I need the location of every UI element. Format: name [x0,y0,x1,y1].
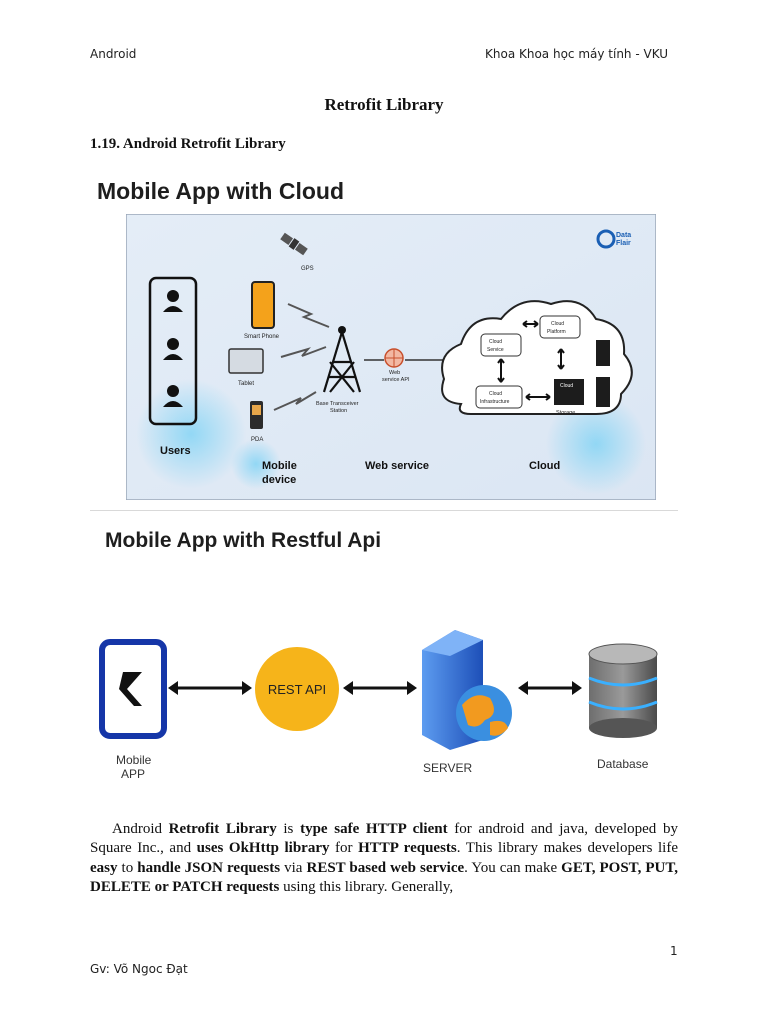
database-icon [588,643,658,738]
user-icon [163,290,183,312]
label-cloud: Cloud [529,460,560,472]
label-database: Database [597,757,649,771]
signal-bolt-icon [280,346,327,358]
figure2-title: Mobile App with Restful Api [105,529,382,552]
arrow-icon [497,358,505,383]
label-storage: Storage [556,410,575,416]
label-pda: PDA [251,437,263,443]
svg-text:Infrastructure: Infrastructure [480,399,510,405]
storage-box [554,379,584,405]
logo-line2: Flair [616,240,631,247]
user-icon [163,385,183,407]
header-left: Android [90,47,137,61]
label-users: Users [160,445,191,457]
tablet-icon [228,348,264,374]
svg-text:Platform: Platform [547,329,566,335]
logo-line1: Data [616,232,631,239]
label-web-api-line2: service API [382,377,410,383]
signal-bolt-icon [287,303,330,328]
tower-icon [322,331,362,393]
glow-decoration [546,394,646,494]
label-mobile-line1: Mobile [262,460,297,472]
cloud-service-box [480,333,522,357]
label-web-service: Web service [365,460,429,472]
page-title: Retrofit Library [324,95,444,114]
glow-decoration [136,379,246,489]
flutter-logo-icon [119,672,142,706]
page-number: 1 [670,944,678,958]
label-mobile-line2: device [262,474,296,486]
svg-text:Cloud: Cloud [551,321,564,327]
label-tablet: Tablet [238,381,254,387]
label-web-api-line1: Web [389,370,400,376]
mobile-phone-icon [99,639,167,739]
arrow-icon [525,393,551,401]
user-icon [163,338,183,360]
label-server: SERVER [423,761,472,775]
figure1-title: Mobile App with Cloud [97,178,344,204]
header-right: Khoa Khoa học máy tính - VKU [485,47,669,61]
label-mobile-line2: APP [121,767,145,781]
section-heading: 1.19. Android Retrofit Library [90,136,286,152]
server-rack-icon [596,340,610,366]
divider [90,510,678,511]
footer-author: Gv: Võ Ngoc Đạt [90,962,188,976]
dataflair-logo-icon [596,229,616,249]
rest-diagram: Mobile APP REST API SERVER Database [99,630,658,781]
svg-text:Cloud: Cloud [489,391,502,397]
arrow-icon [522,320,539,328]
cloud-infrastructure-box [475,385,523,409]
body-paragraph: Android Retrofit Library is type safe HT… [90,821,678,896]
label-rest-api: REST API [268,682,326,697]
server-rack-icon [596,377,610,407]
signal-bolt-icon [273,391,317,411]
svg-text:Cloud: Cloud [560,383,573,389]
glow-decoration [231,439,281,489]
arrow-icon [557,348,565,370]
label-gps: GPS [301,266,314,272]
satellite-icon [280,232,308,256]
users-box [148,276,198,426]
label-mobile-line1: Mobile [116,753,152,767]
svg-text:Cloud: Cloud [489,339,502,345]
label-bts-line1: Base Transceiver [316,401,359,407]
rest-api-circle [255,647,339,731]
cloud-platform-box [539,315,581,339]
smartphone-icon [251,281,275,329]
svg-text:Service: Service [487,347,504,353]
label-smart-phone: Smart Phone [244,334,280,340]
label-bts-line2: Station [330,408,347,414]
cloud-diagram: Users GPS Smart Phone Tablet PDA Base Tr… [126,214,656,500]
